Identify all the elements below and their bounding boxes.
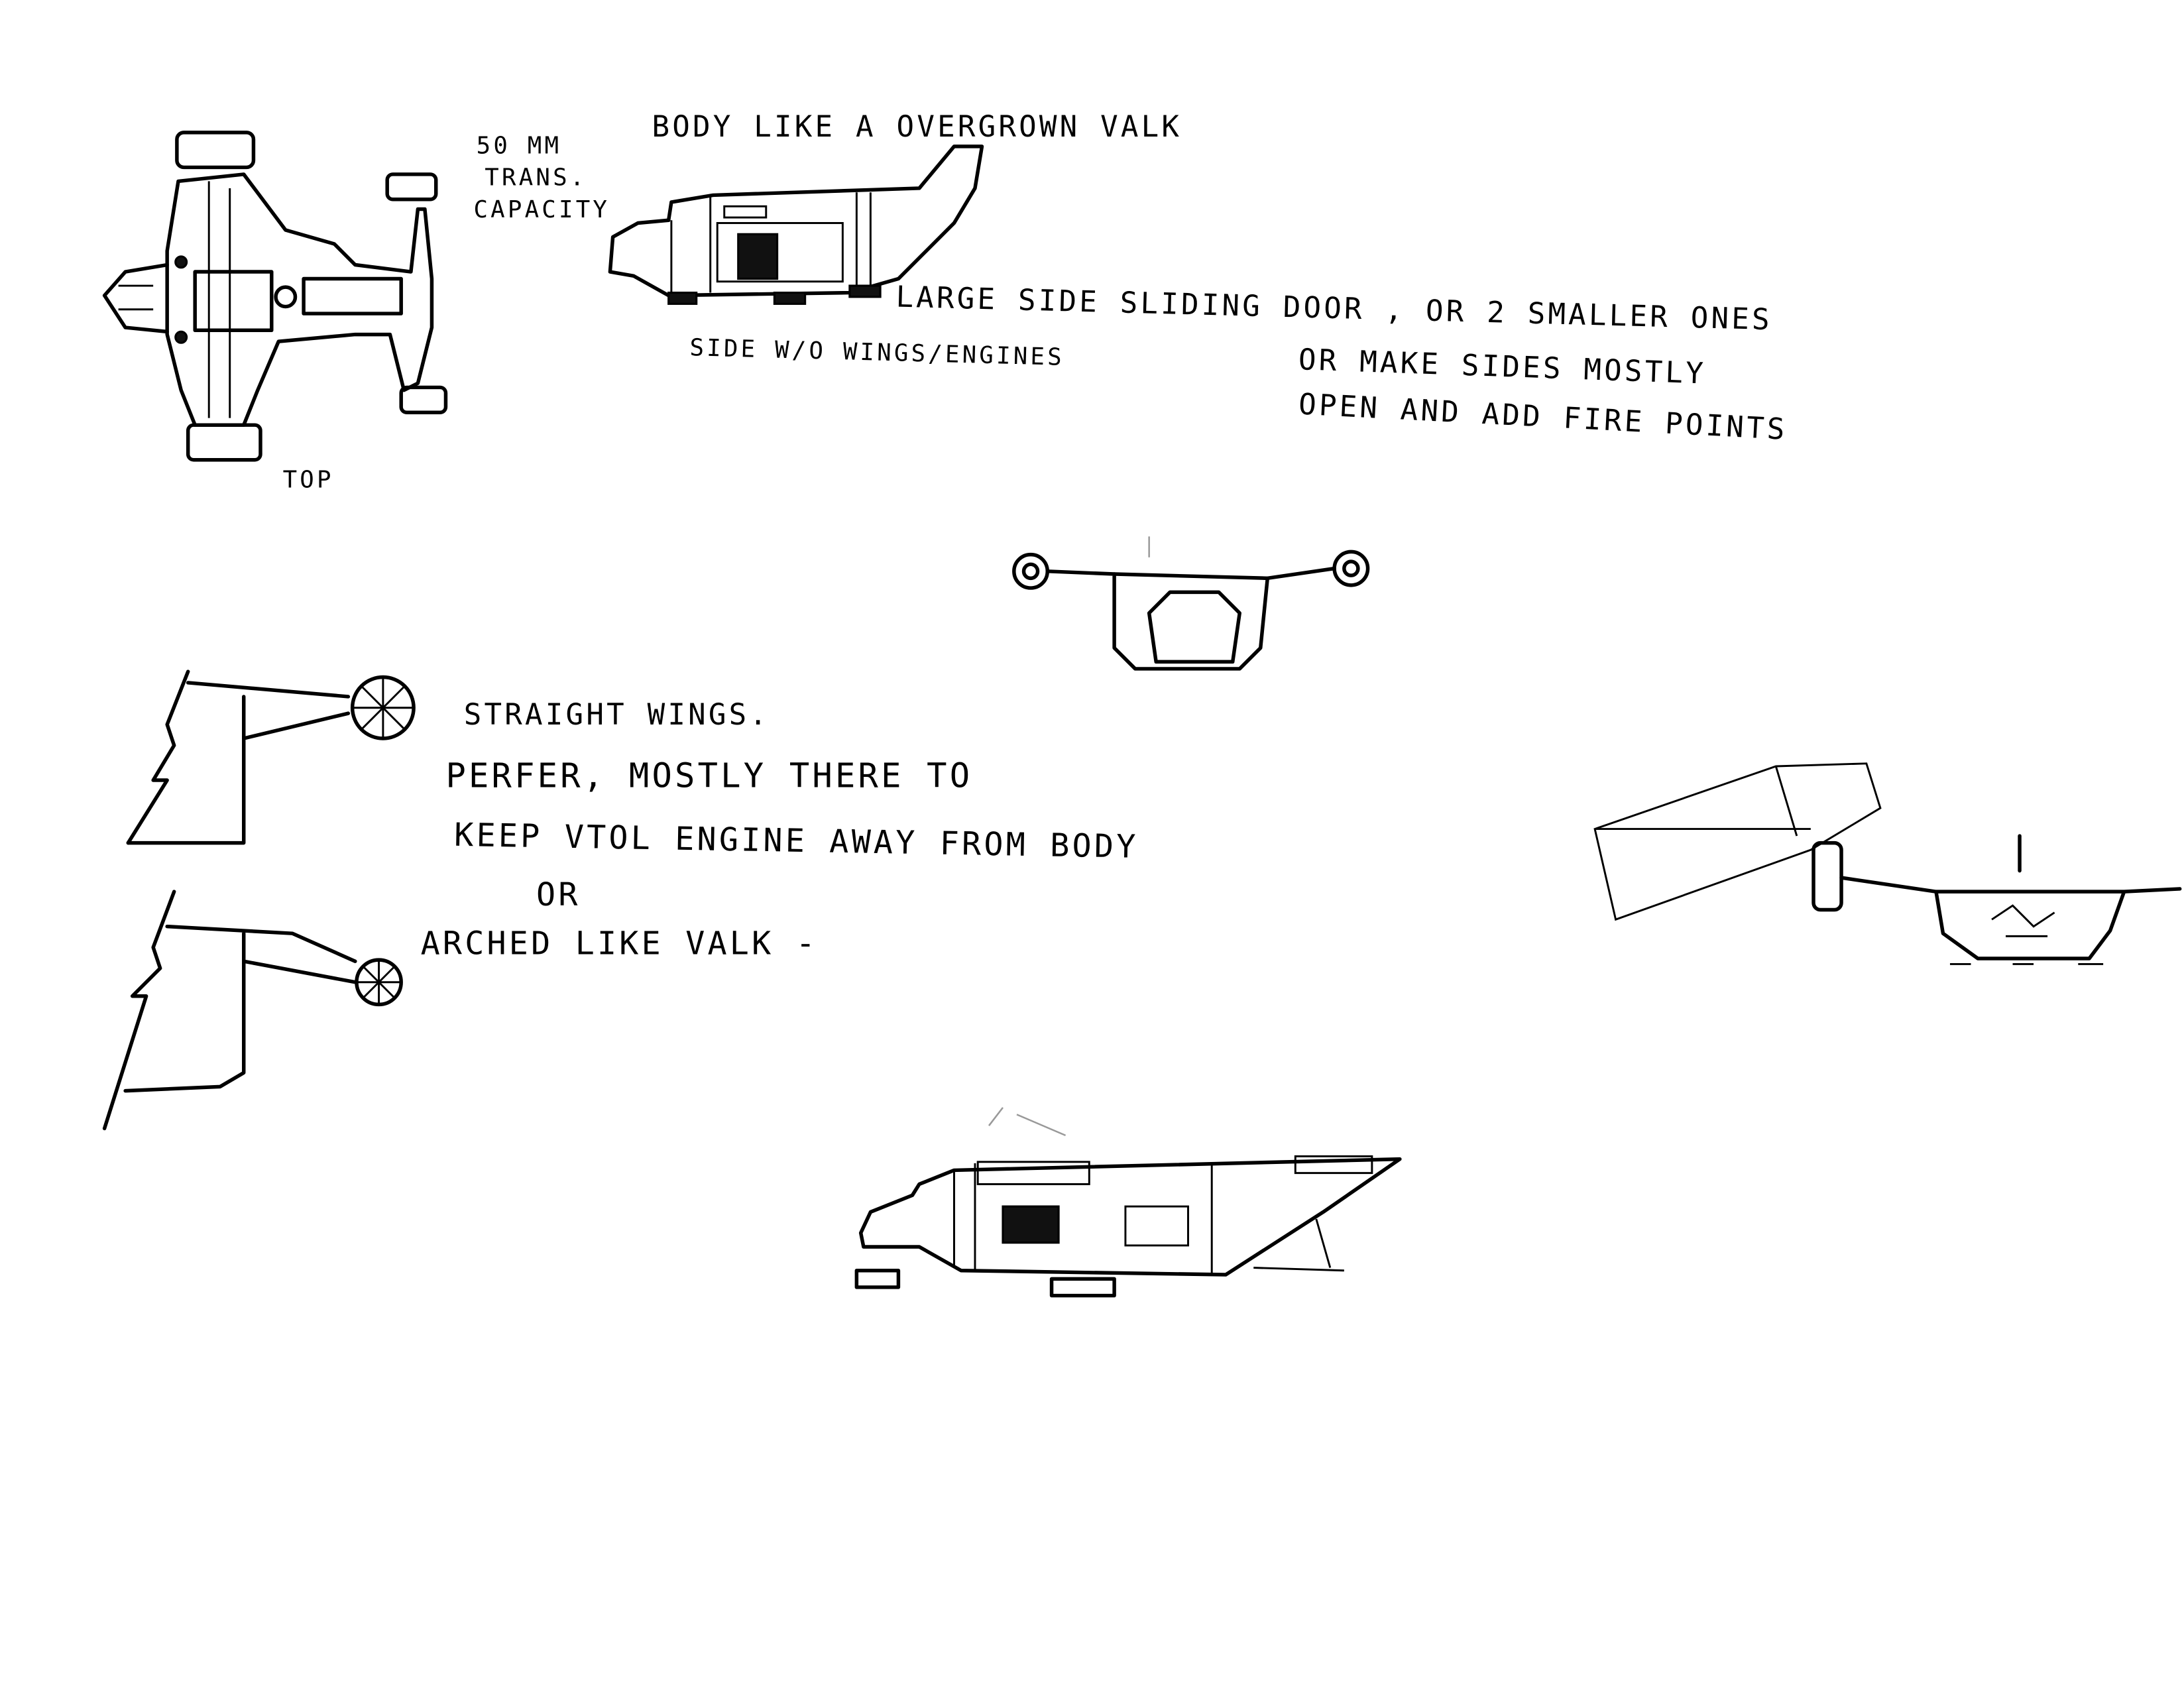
note-or: OR	[536, 876, 581, 913]
note-capacity-1: 50 MM	[477, 132, 562, 159]
handwritten-notes: BODY LIKE A OVERGROWN VALK 50 MM TRANS. …	[283, 110, 1788, 962]
note-straight-wings: STRAIGHT WINGS.	[464, 698, 770, 732]
note-sides-open-1: OR MAKE SIDES MOSTLY	[1298, 343, 1707, 390]
top-view-sketch	[102, 131, 448, 462]
bottom-side-view-sketch	[854, 1107, 1402, 1298]
perspective-sketch	[1593, 762, 2182, 965]
note-top: TOP	[283, 467, 334, 494]
front-view-sketch	[1012, 536, 1370, 671]
note-sides-open-2: OPEN AND ADD FIRE POINTS	[1298, 387, 1788, 447]
note-body: BODY LIKE A OVERGROWN VALK	[652, 110, 1182, 144]
note-arched: ARCHED LIKE VALK -	[421, 925, 818, 962]
note-capacity-2: TRANS.	[485, 164, 587, 192]
note-door: LARGE SIDE SLIDING DOOR , OR 2 SMALLER O…	[895, 280, 1773, 337]
note-capacity-3: CAPACITY	[473, 196, 610, 223]
note-side: SIDE W/O WINGS/ENGINES	[689, 334, 1064, 371]
note-prefer-1: PERFER, MOSTLY THERE TO	[445, 756, 972, 795]
straight-wing-sketch	[126, 669, 416, 845]
note-prefer-2: KEEP VTOL ENGINE AWAY FROM BODY	[454, 817, 1139, 866]
side-view-sketch	[608, 145, 984, 305]
arched-wing-sketch	[102, 890, 403, 1131]
